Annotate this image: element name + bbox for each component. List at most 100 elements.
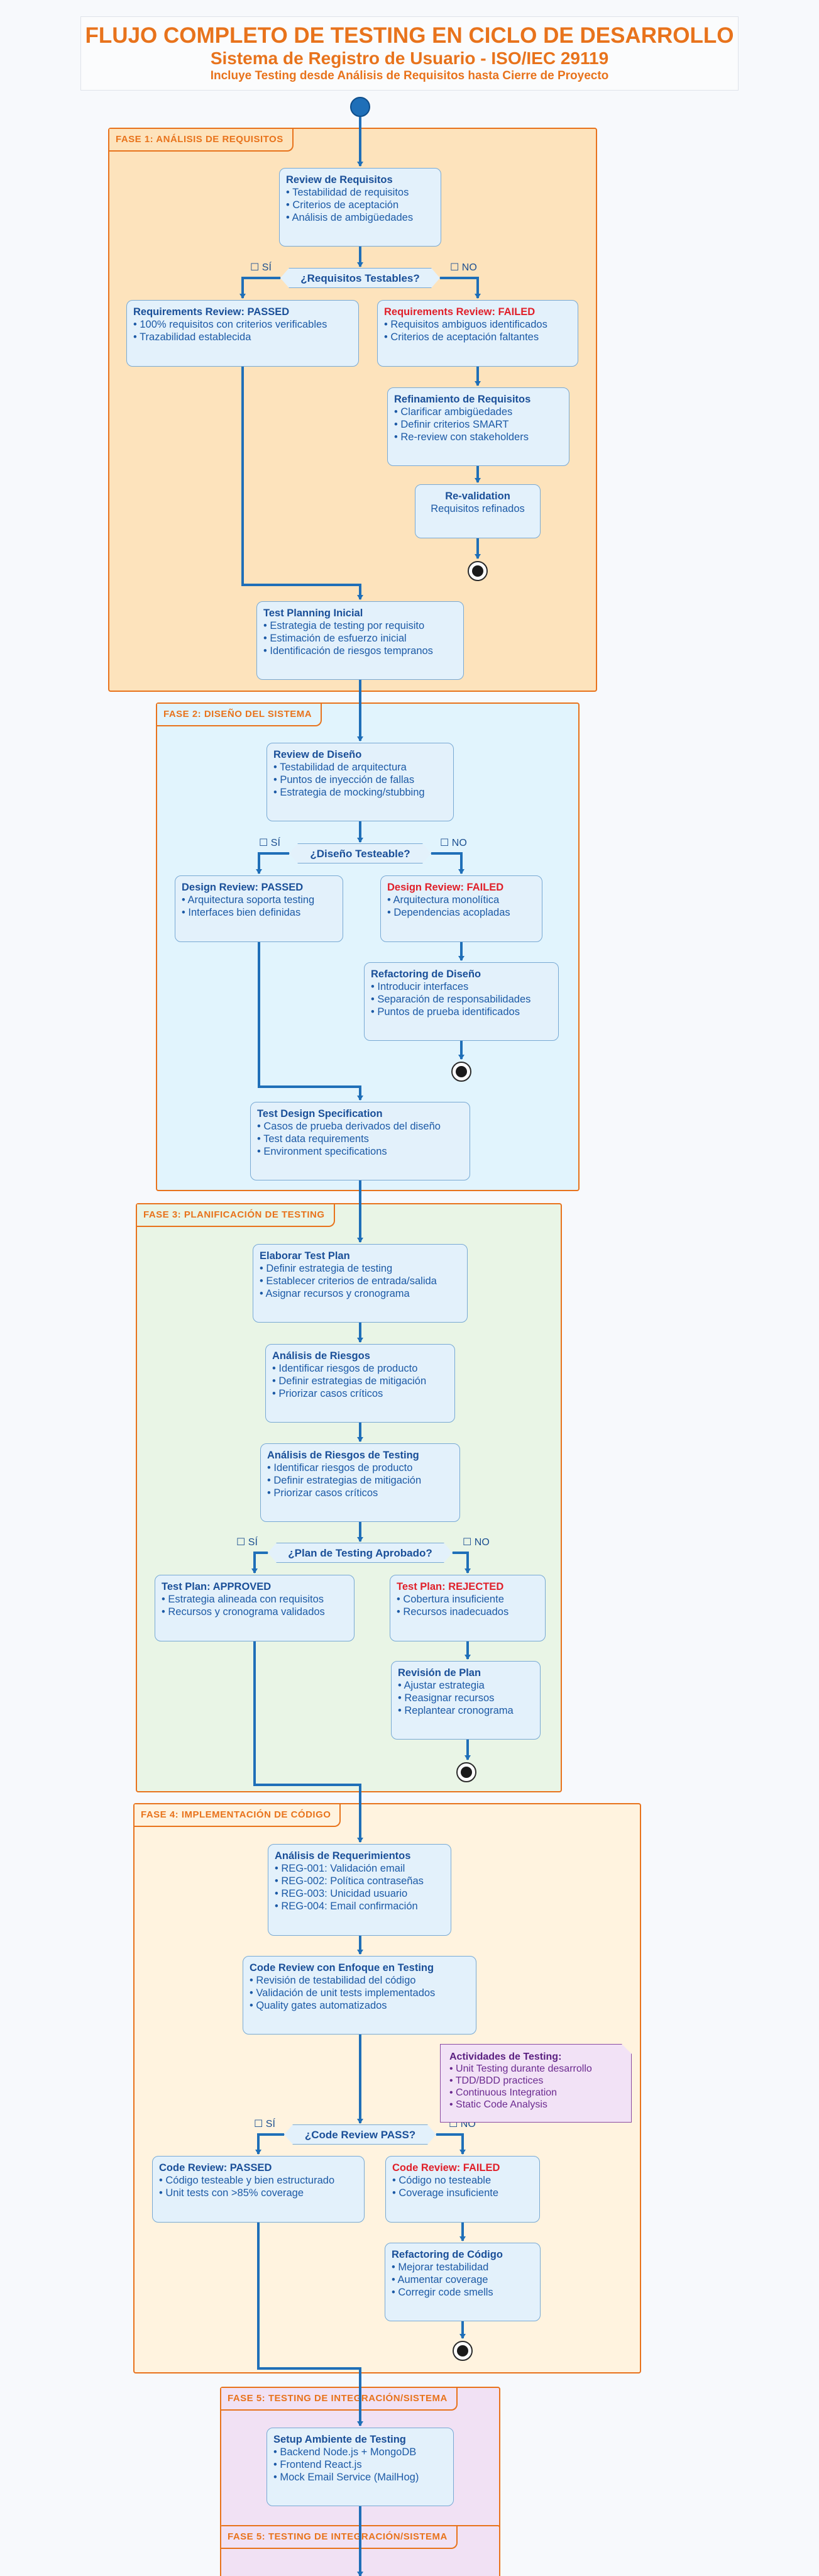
activity-title: Review de Diseño — [273, 749, 362, 760]
activity-line: • Quality gates automatizados — [250, 2000, 387, 2011]
activity-title: Requirements Review: FAILED — [384, 306, 536, 318]
phase-label: FASE 5: TESTING DE INTEGRACIÓN/SISTEMA — [221, 2526, 458, 2549]
activity-node: Design Review: PASSED• Arquitectura sopo… — [175, 875, 343, 942]
activity-line: • Estrategia alineada con requisitos — [162, 1594, 324, 1605]
activity-node: Test Plan: REJECTED • Cobertura insuficie… — [390, 1575, 546, 1641]
activity-node: Review de Requisitos• Testabilidad de re… — [279, 168, 441, 247]
activity-node: Análisis de Riesgos de Testing• Identifi… — [260, 1443, 460, 1522]
activity-node: Revisión de Plan• Ajustar estrategia• Re… — [391, 1661, 541, 1740]
activity-line: • Casos de prueba derivados del diseño — [257, 1121, 441, 1132]
activity-line: • Coverage insuficiente — [392, 2187, 499, 2199]
activity-title: Refactoring de Diseño — [371, 969, 481, 980]
activity-line: • Corregir code smells — [392, 2287, 493, 2298]
activity-line: • 100% requisitos con criterios verifica… — [133, 319, 327, 330]
activity-line: • Aumentar coverage — [392, 2274, 488, 2285]
activity-title: Test Plan: REJECTED — [397, 1581, 504, 1592]
activity-node: Requirements Review: PASSED• 100% requis… — [126, 300, 359, 367]
activity-line: • Priorizar casos críticos — [267, 1487, 378, 1499]
activity-line: • Identificar riesgos de producto — [272, 1363, 418, 1374]
activity-line: • Validación de unit tests implementados — [250, 1987, 436, 1999]
activity-line: • Clarificar ambigüedades — [394, 406, 513, 418]
activity-line: • Arquitectura monolítica — [387, 894, 500, 906]
activity-line: • Estrategia de testing por requisito — [263, 620, 425, 631]
activity-line: • Frontend React.js — [273, 2459, 362, 2470]
phase-label: FASE 4: IMPLEMENTACIÓN DE CÓDIGO — [135, 1804, 341, 1827]
activity-title: Revisión de Plan — [398, 1667, 481, 1679]
phase-label: FASE 5: TESTING DE INTEGRACIÓN/SISTEMA — [221, 2388, 458, 2411]
activity-line: • Estimación de esfuerzo inicial — [263, 633, 407, 644]
activity-line: • Re-review con stakeholders — [394, 431, 529, 443]
activity-line: • Criterios de aceptación faltantes — [384, 331, 539, 343]
phase-6-container: FASE 5: TESTING DE INTEGRACIÓN/SISTEMA — [220, 2525, 500, 2576]
start-node-icon — [350, 97, 370, 117]
activity-title: Elaborar Test Plan — [260, 1250, 350, 1262]
phase-label: FASE 2: DISEÑO DEL SISTEMA — [157, 704, 322, 726]
diagram-title-box: FLUJO COMPLETO DE TESTING EN CICLO DE DE… — [80, 16, 739, 91]
activity-node: Code Review: FAILED• Código no testeable… — [385, 2156, 540, 2223]
diagram-caption: Incluye Testing desde Análisis de Requis… — [210, 69, 609, 82]
diagram-title: FLUJO COMPLETO DE TESTING EN CICLO DE DE… — [85, 23, 734, 48]
activity-line: • Environment specifications — [257, 1146, 387, 1157]
activity-line: • Estrategia de mocking/stubbing — [273, 787, 425, 798]
activity-line: • Test data requirements — [257, 1133, 369, 1145]
activity-node: Requirements Review: FAILED• Requisitos … — [377, 300, 578, 367]
activity-line: • Cobertura insuficiente — [397, 1594, 504, 1605]
decision-diamond: ¿Requisitos Testables? — [280, 268, 440, 288]
activity-line: • Análisis de ambigüedades — [286, 212, 414, 223]
activity-node: Análisis de Requerimientos• REG-001: Val… — [268, 1844, 451, 1936]
activity-line: • Mejorar testabilidad — [392, 2262, 489, 2273]
activity-title: Requirements Review: PASSED — [133, 306, 290, 318]
activity-title: Re-validation — [445, 491, 510, 502]
end-node-icon — [468, 561, 488, 581]
activity-line: Requisitos refinados — [431, 503, 525, 514]
activity-line: • Testabilidad de arquitectura — [273, 762, 407, 773]
note-line: • TDD/BDD practices — [449, 2075, 544, 2086]
activity-node: Code Review: PASSED• Código testeable y … — [152, 2156, 365, 2223]
activity-title: Review de Requisitos — [286, 174, 393, 186]
activity-title: Test Design Specification — [257, 1108, 383, 1119]
activity-line: • Mock Email Service (MailHog) — [273, 2472, 419, 2483]
end-node-icon — [451, 1062, 471, 1082]
activity-node: Test Plan: APPROVED • Estrategia alineada… — [155, 1575, 355, 1641]
decision-diamond: ¿Diseño Testeable? — [289, 843, 431, 863]
activity-line: • Interfaces bien definidas — [182, 907, 301, 918]
yes-label: ☐ SÍ — [250, 262, 272, 273]
activity-title: Análisis de Requerimientos — [275, 1850, 411, 1862]
activity-line: • Criterios de aceptación — [286, 199, 399, 211]
yes-label: ☐ SÍ — [236, 1537, 258, 1548]
activity-node: Test Planning Inicial• Estrategia de tes… — [256, 601, 464, 680]
activity-line: • Establecer criterios de entrada/salida — [260, 1275, 437, 1287]
activity-line: • REG-001: Validación email — [275, 1863, 405, 1874]
activity-line: • Dependencias acopladas — [387, 907, 510, 918]
activity-node: Elaborar Test Plan• Definir estrategia d… — [253, 1244, 468, 1323]
activity-node: Review de Diseño • Testabilidad de arquit… — [267, 743, 454, 821]
activity-node: Refinamiento de Requisitos• Clarificar a… — [387, 387, 569, 466]
phase-label: FASE 3: PLANIFICACIÓN DE TESTING — [137, 1204, 335, 1227]
activity-line: • Recursos y cronograma validados — [162, 1606, 325, 1618]
activity-line: • Definir criterios SMART — [394, 419, 509, 430]
activity-line: • Revisión de testabilidad del código — [250, 1975, 416, 1986]
activity-title: Setup Ambiente de Testing — [273, 2434, 406, 2445]
note-line: • Static Code Analysis — [449, 2099, 547, 2110]
activity-title: Test Plan: APPROVED — [162, 1581, 272, 1592]
testing-activities-note: Actividades de Testing:• Unit Testing du… — [440, 2044, 632, 2123]
activity-line: • Unit tests con >85% coverage — [159, 2187, 304, 2199]
activity-line: • Código no testeable — [392, 2175, 492, 2186]
activity-line: • Identificar riesgos de producto — [267, 1462, 413, 1474]
activity-title: Análisis de Riesgos de Testing — [267, 1450, 419, 1461]
activity-line: • Código testeable y bien estructurado — [159, 2175, 335, 2186]
activity-title: Code Review: PASSED — [159, 2162, 272, 2174]
activity-title: Code Review con Enfoque en Testing — [250, 1962, 434, 1974]
activity-line: • Arquitectura soporta testing — [182, 894, 315, 906]
no-label: ☐ NO — [463, 1537, 490, 1548]
activity-title: Design Review: FAILED — [387, 882, 504, 893]
note-title: Actividades de Testing: — [449, 2051, 562, 2062]
activity-line: • Separación de responsabilidades — [371, 994, 531, 1005]
note-line: • Continuous Integration — [449, 2087, 558, 2098]
activity-line: • REG-004: Email confirmación — [275, 1901, 418, 1912]
end-node-icon — [456, 1762, 476, 1782]
activity-line: • Asignar recursos y cronograma — [260, 1288, 410, 1299]
end-node-icon — [453, 2341, 473, 2361]
activity-title: Refinamiento de Requisitos — [394, 394, 531, 405]
